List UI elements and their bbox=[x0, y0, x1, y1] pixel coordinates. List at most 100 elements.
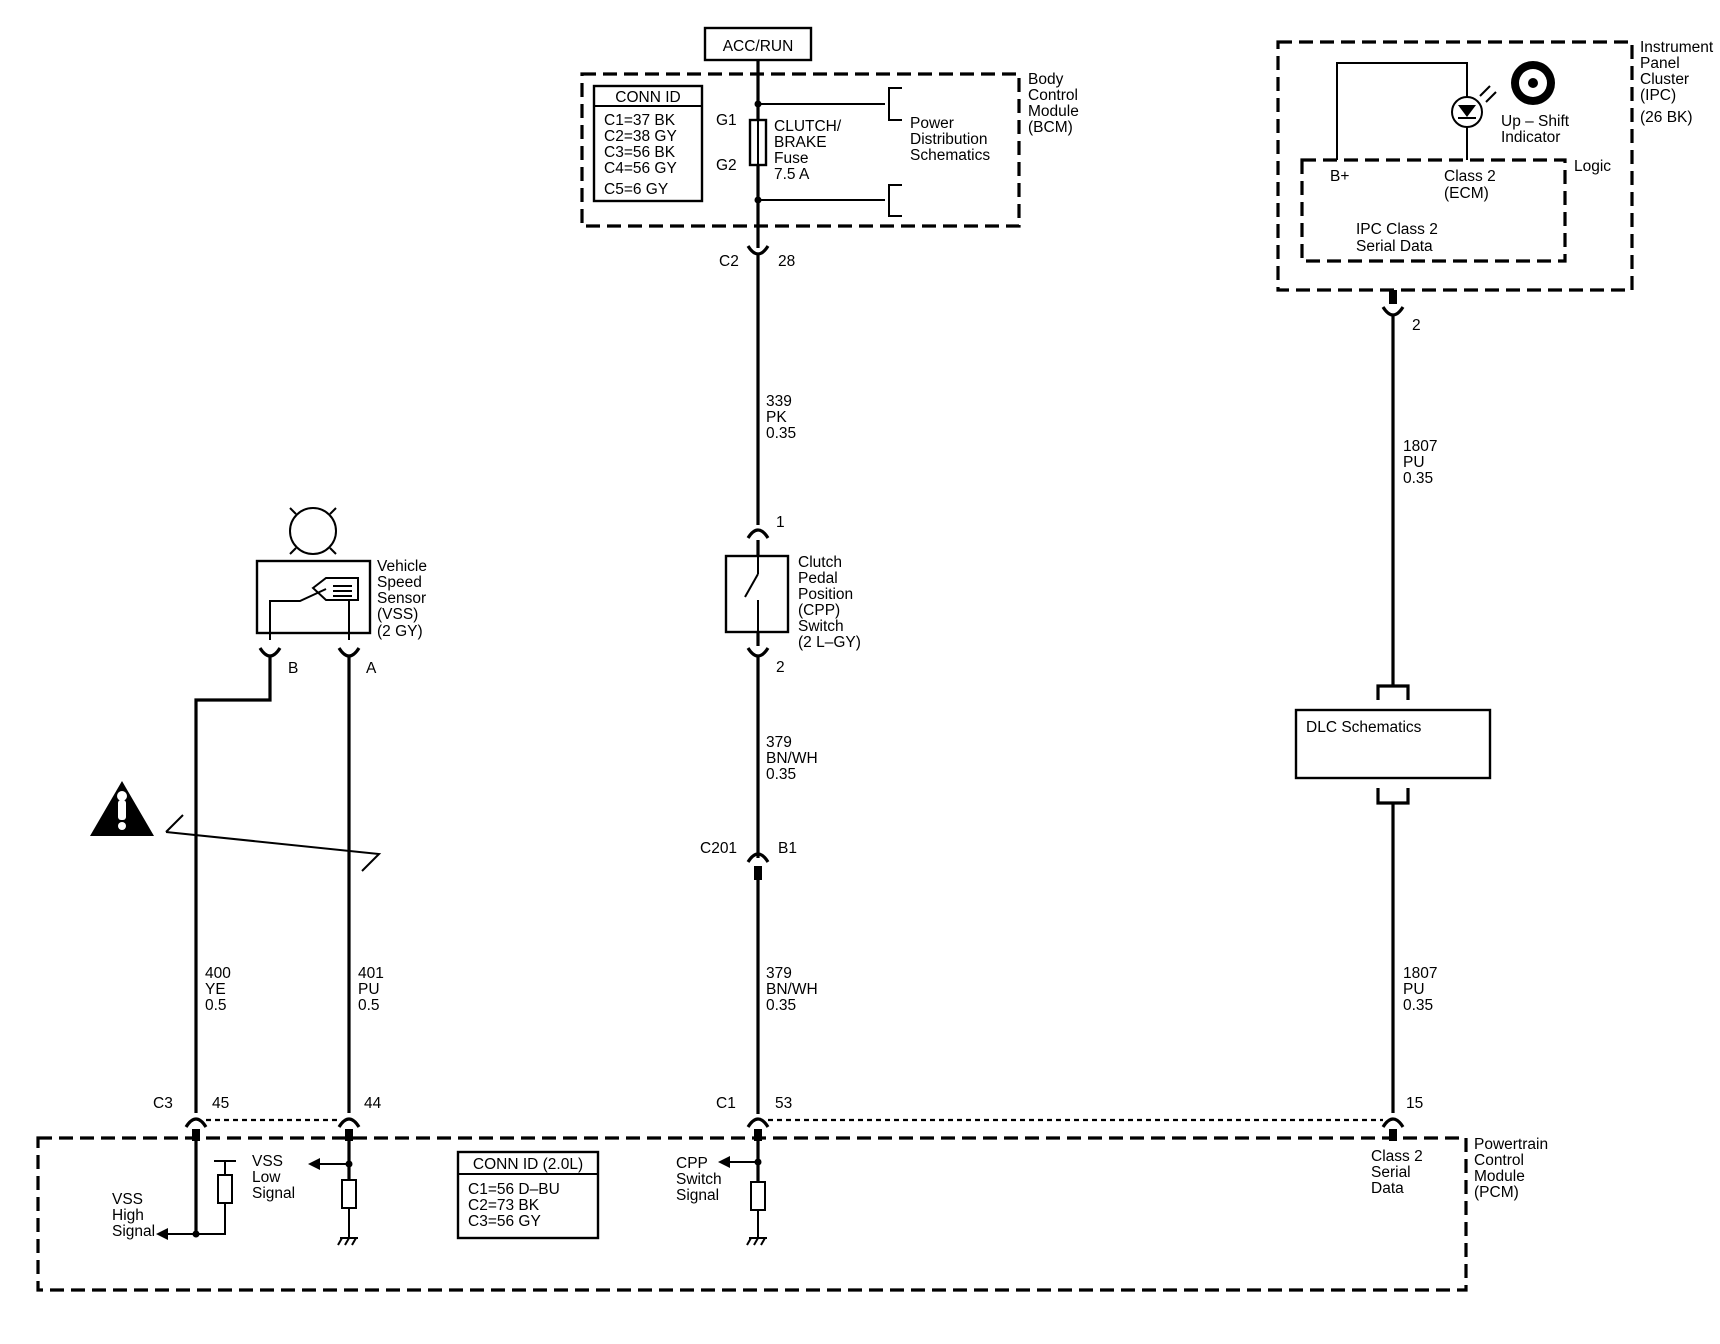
svg-text:0.5: 0.5 bbox=[358, 997, 380, 1014]
cpp-switch-contact bbox=[744, 573, 759, 598]
logic-label: Logic bbox=[1574, 158, 1611, 175]
pcm-conn-id-rows: C1=56 D–BU C2=73 BK C3=56 GY bbox=[468, 1181, 560, 1230]
svg-text:PU: PU bbox=[358, 981, 380, 998]
svg-text:Fuse: Fuse bbox=[774, 150, 808, 167]
dlc-top-connector bbox=[1376, 684, 1410, 700]
wire-379-top-label: 379 BN/WH 0.35 bbox=[766, 734, 818, 783]
svg-text:0.35: 0.35 bbox=[766, 425, 796, 442]
pcm-label: Powertrain Control Module (PCM) bbox=[1474, 1136, 1548, 1201]
vss-pin-a: A bbox=[366, 660, 377, 677]
svg-text:PU: PU bbox=[1403, 981, 1425, 998]
vss-pin-b-connector bbox=[258, 647, 282, 658]
svg-text:Switch: Switch bbox=[798, 618, 844, 635]
pcm-c3-label: C3 bbox=[153, 1095, 173, 1112]
pcm-pin-45: 45 bbox=[212, 1095, 229, 1112]
g1-label: G1 bbox=[716, 112, 737, 129]
vss-low-arrow-icon bbox=[308, 1158, 320, 1170]
ipc-label: Instrument Panel Cluster (IPC) (26 BK) bbox=[1640, 39, 1714, 126]
svg-text:Indicator: Indicator bbox=[1501, 129, 1560, 146]
shift-gear-icon bbox=[1511, 61, 1555, 105]
svg-text:Module: Module bbox=[1474, 1168, 1525, 1185]
vss-label: Vehicle Speed Sensor (VSS) (2 GY) bbox=[377, 558, 427, 640]
svg-text:(BCM): (BCM) bbox=[1028, 119, 1073, 136]
wire-1807-bottom-label: 1807 PU 0.35 bbox=[1403, 965, 1437, 1014]
svg-text:Position: Position bbox=[798, 586, 853, 603]
svg-text:Signal: Signal bbox=[252, 1185, 295, 1202]
svg-text:0.35: 0.35 bbox=[1403, 997, 1433, 1014]
b-plus-label: B+ bbox=[1330, 168, 1349, 185]
fuse-label: CLUTCH/ BRAKE Fuse 7.5 A bbox=[774, 118, 842, 183]
svg-text:BN/WH: BN/WH bbox=[766, 981, 818, 998]
dlc-schematics-box[interactable] bbox=[1294, 708, 1492, 780]
power-dist-connector-bottom bbox=[888, 184, 902, 217]
svg-text:Class 2: Class 2 bbox=[1371, 1148, 1423, 1165]
svg-text:VSS: VSS bbox=[252, 1153, 283, 1170]
svg-text:Pedal: Pedal bbox=[798, 570, 838, 587]
svg-text:Schematics: Schematics bbox=[910, 147, 990, 164]
svg-text:401: 401 bbox=[358, 965, 384, 982]
svg-text:400: 400 bbox=[205, 965, 231, 982]
ipc-pin-2-connector bbox=[1381, 306, 1405, 317]
svg-text:C4=56 GY: C4=56 GY bbox=[604, 160, 677, 177]
svg-text:IPC Class 2: IPC Class 2 bbox=[1356, 221, 1438, 238]
wire-379-bottom-label: 379 BN/WH 0.35 bbox=[766, 965, 818, 1014]
svg-text:CLUTCH/: CLUTCH/ bbox=[774, 118, 842, 135]
svg-text:Data: Data bbox=[1371, 1180, 1404, 1197]
svg-text:Signal: Signal bbox=[112, 1223, 155, 1240]
ipc-serial-data-label: IPC Class 2 Serial Data bbox=[1356, 221, 1438, 255]
svg-text:Control: Control bbox=[1028, 87, 1078, 104]
svg-text:339: 339 bbox=[766, 393, 792, 410]
pcm-boundary bbox=[36, 1136, 1468, 1292]
cpp-top-connector bbox=[746, 528, 770, 539]
c201-connector bbox=[746, 852, 770, 863]
cpp-signal-arrow-icon bbox=[718, 1156, 730, 1168]
vss-high-signal-label: VSS High Signal bbox=[112, 1191, 155, 1240]
cpp-pin-1: 1 bbox=[776, 514, 785, 531]
class2-serial-data-label: Class 2 Serial Data bbox=[1371, 1148, 1423, 1197]
pcm-c1-label: C1 bbox=[716, 1095, 736, 1112]
power-dist-connector-top bbox=[888, 87, 902, 121]
svg-text:7.5 A: 7.5 A bbox=[774, 166, 810, 183]
svg-text:Panel: Panel bbox=[1640, 55, 1680, 72]
svg-text:0.35: 0.35 bbox=[766, 997, 796, 1014]
svg-text:Serial: Serial bbox=[1371, 1164, 1411, 1181]
svg-text:Low: Low bbox=[252, 1169, 281, 1186]
pcm-conn-id-title: CONN ID (2.0L) bbox=[473, 1156, 583, 1173]
svg-text:(ECM): (ECM) bbox=[1444, 185, 1489, 202]
pcm-pin-15: 15 bbox=[1406, 1095, 1423, 1112]
vss-pin-a-connector bbox=[337, 647, 361, 658]
svg-text:VSS: VSS bbox=[112, 1191, 143, 1208]
svg-text:PK: PK bbox=[766, 409, 787, 426]
vss-sensor-element bbox=[311, 577, 359, 601]
svg-text:379: 379 bbox=[766, 734, 792, 751]
class2-ecm-label: Class 2 (ECM) bbox=[1444, 168, 1496, 202]
svg-text:1807: 1807 bbox=[1403, 965, 1437, 982]
svg-text:Cluster: Cluster bbox=[1640, 71, 1689, 88]
svg-text:C1=56 D–BU: C1=56 D–BU bbox=[468, 1181, 560, 1198]
vss-gear-icon bbox=[289, 507, 337, 555]
light-emission-icon bbox=[1479, 85, 1497, 103]
g2-label: G2 bbox=[716, 157, 737, 174]
svg-text:(VSS): (VSS) bbox=[377, 606, 418, 623]
svg-text:Speed: Speed bbox=[377, 574, 422, 591]
cpp-ground-icon bbox=[746, 1237, 767, 1246]
svg-text:1807: 1807 bbox=[1403, 438, 1437, 455]
cpp-resistor bbox=[750, 1181, 766, 1211]
twisted-pair-marker bbox=[165, 814, 382, 872]
svg-text:(2 GY): (2 GY) bbox=[377, 623, 423, 640]
svg-text:0.5: 0.5 bbox=[205, 997, 227, 1014]
vss-low-ground-icon bbox=[337, 1237, 358, 1246]
svg-text:CPP: CPP bbox=[676, 1155, 708, 1172]
wire-1807-top-label: 1807 PU 0.35 bbox=[1403, 438, 1437, 487]
pcm-c3-pin44-connector bbox=[337, 1117, 361, 1128]
vss-low-signal-label: VSS Low Signal bbox=[252, 1153, 295, 1202]
dlc-schematics-label: DLC Schematics bbox=[1306, 719, 1422, 736]
svg-text:(26 BK): (26 BK) bbox=[1640, 109, 1693, 126]
vss-body bbox=[255, 559, 372, 635]
svg-text:BN/WH: BN/WH bbox=[766, 750, 818, 767]
pcm-conn-id-table bbox=[456, 1150, 600, 1240]
pcm-pin-44: 44 bbox=[364, 1095, 382, 1112]
dlc-bottom-connector bbox=[1376, 788, 1410, 805]
bcm-c2-label: C2 bbox=[719, 253, 739, 270]
ipc-pin-2: 2 bbox=[1412, 317, 1421, 334]
